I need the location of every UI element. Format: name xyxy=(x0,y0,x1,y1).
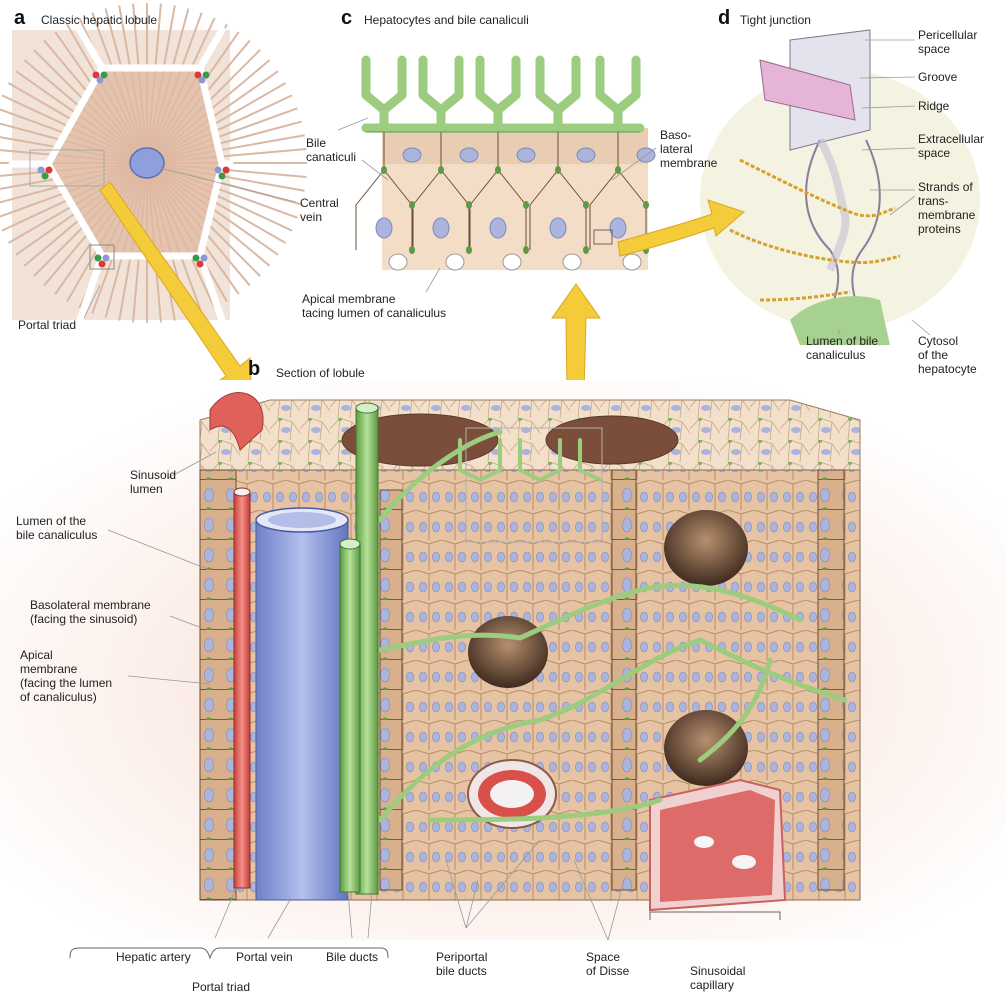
panel-d-title: Tight junction xyxy=(740,13,811,27)
panel-a-title: Classic hepatic lobule xyxy=(41,13,157,27)
bile-ducts-label: Bile ducts xyxy=(326,950,378,964)
panel-c-hepatocytes xyxy=(338,60,656,292)
hepatic-artery-vessel xyxy=(234,492,250,888)
panel-d-letter: d xyxy=(718,7,730,30)
panel-b-title: Section of lobule xyxy=(276,366,365,380)
bile-canaliculi-label: Bile canaticuli xyxy=(306,136,356,164)
portal-triad-label-b: Portal triad xyxy=(192,980,250,994)
portal-triad-label-a: Portal triad xyxy=(18,318,76,332)
panel-b-letter: b xyxy=(248,358,260,381)
sinusoid-lumen-label: Sinusoid lumen xyxy=(130,468,176,496)
apical-membrane-label-c: Apical membrane tacing lumen of canalicu… xyxy=(302,292,446,320)
ridge-label: Ridge xyxy=(918,99,949,113)
central-vein xyxy=(130,148,164,178)
sinusoidal-capillary-label: Sinusoidal capillary xyxy=(690,964,745,992)
hepatic-artery-label: Hepatic artery xyxy=(116,950,191,964)
panel-c-letter: c xyxy=(341,7,352,30)
space-of-disse-label: Space of Disse xyxy=(586,950,629,978)
pericellular-space-label: Pericellular space xyxy=(918,28,977,56)
apical-membrane-label-b: Apical membrane (facing the lumen of can… xyxy=(20,648,112,704)
bile-duct-vessel-2 xyxy=(340,544,360,892)
extracellular-space-label: Extracellular space xyxy=(918,132,984,160)
lumen-bile-canaliculus-label-d: Lumen of bile canaliculus xyxy=(806,334,878,362)
strands-label: Strands of trans- membrane proteins xyxy=(918,180,975,236)
panel-c-title: Hepatocytes and bile canaliculi xyxy=(364,13,529,27)
panel-b-section xyxy=(0,380,1006,958)
portal-vein-label: Portal vein xyxy=(236,950,293,964)
basolateral-membrane-label-b: Basolateral membrane (facing the sinusoi… xyxy=(30,598,151,626)
panel-a-lobule xyxy=(0,3,307,323)
central-vein-label: Central vein xyxy=(300,196,339,224)
panel-a-letter: a xyxy=(14,7,25,30)
groove-label: Groove xyxy=(918,70,957,84)
periportal-bile-ducts-label: Periportal bile ducts xyxy=(436,950,487,978)
basolateral-membrane-label-c: Baso- lateral membrane xyxy=(660,128,717,170)
cytosol-label: Cytosol of the hepatocyte xyxy=(918,334,977,376)
lumen-bile-canaliculus-label-b: Lumen of the bile canaliculus xyxy=(16,514,97,542)
portal-vein-vessel xyxy=(256,520,348,900)
